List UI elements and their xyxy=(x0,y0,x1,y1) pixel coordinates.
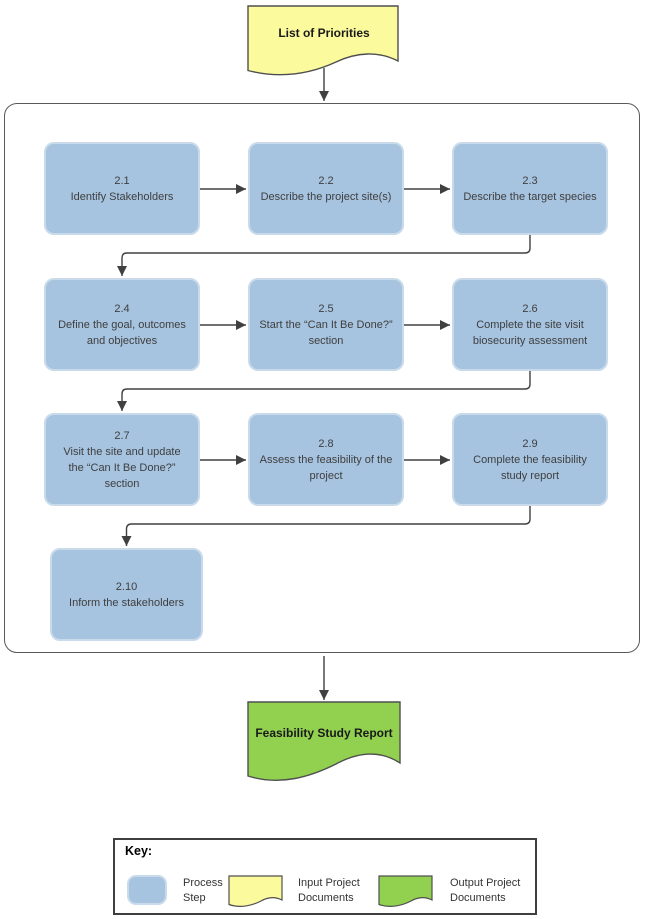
step-label: Describe the project site(s) xyxy=(260,190,392,203)
process-step-2-1: 2.1 Identify Stakeholders xyxy=(44,142,200,235)
step-label: Inform the stakeholders xyxy=(69,596,184,609)
key-input-document-swatch xyxy=(228,875,283,907)
process-step-2-6: 2.6 Complete the site visit biosecurity … xyxy=(452,278,608,371)
process-step-2-9: 2.9 Complete the feasibility study repor… xyxy=(452,413,608,506)
connector-2-6-to-2-7 xyxy=(117,371,531,411)
process-step-2-10: 2.10 Inform the stakeholders xyxy=(50,548,203,641)
step-number: 2.2 xyxy=(318,174,334,187)
step-label: Describe the target species xyxy=(463,190,597,203)
step-label: Complete the site visit biosecurity asse… xyxy=(472,318,588,347)
step-label: Define the goal, outcomes and objectives xyxy=(58,318,186,347)
key-output-document-label: Output Project Documents xyxy=(450,877,521,904)
process-step-2-3: 2.3 Describe the target species xyxy=(452,142,608,235)
step-number: 2.5 xyxy=(318,302,334,315)
output-document-label: Feasibility Study Report xyxy=(255,726,393,740)
step-label: Start the “Can It Be Done?” section xyxy=(259,318,393,347)
connector-2-3-to-2-4 xyxy=(117,235,531,276)
process-step-2-8: 2.8 Assess the feasibility of the projec… xyxy=(248,413,404,506)
input-document-shape xyxy=(247,5,399,76)
process-step-2-7: 2.7 Visit the site and update the “Can I… xyxy=(44,413,200,506)
step-number: 2.4 xyxy=(114,302,130,315)
key-title: Key: xyxy=(125,844,153,858)
step-number: 2.1 xyxy=(114,174,130,187)
process-step-2-4: 2.4 Define the goal, outcomes and object… xyxy=(44,278,200,371)
step-label: Visit the site and update the “Can It Be… xyxy=(63,445,181,490)
key-panel: Key: Process Step Input Project Document… xyxy=(113,838,537,915)
key-input-document-label: Input Project Documents xyxy=(298,877,360,904)
process-step-2-5: 2.5 Start the “Can It Be Done?” section xyxy=(248,278,404,371)
step-number: 2.10 xyxy=(115,580,138,593)
step-number: 2.6 xyxy=(522,302,538,315)
step-number: 2.3 xyxy=(522,174,538,187)
step-label: Complete the feasibility study report xyxy=(473,453,587,482)
key-process-step-label: Process Step xyxy=(183,877,223,904)
step-number: 2.8 xyxy=(318,437,334,450)
output-document-shape xyxy=(247,701,401,781)
connector-2-9-to-2-10 xyxy=(121,506,531,546)
process-container xyxy=(4,103,640,653)
key-output-document-swatch xyxy=(378,875,433,907)
step-label: Assess the feasibility of the project xyxy=(259,453,393,482)
key-process-step-swatch xyxy=(127,875,167,905)
input-document-label: List of Priorities xyxy=(278,26,370,40)
step-number: 2.9 xyxy=(522,437,538,450)
step-number: 2.7 xyxy=(114,429,130,442)
step-label: Identify Stakeholders xyxy=(70,190,174,203)
process-step-2-2: 2.2 Describe the project site(s) xyxy=(248,142,404,235)
